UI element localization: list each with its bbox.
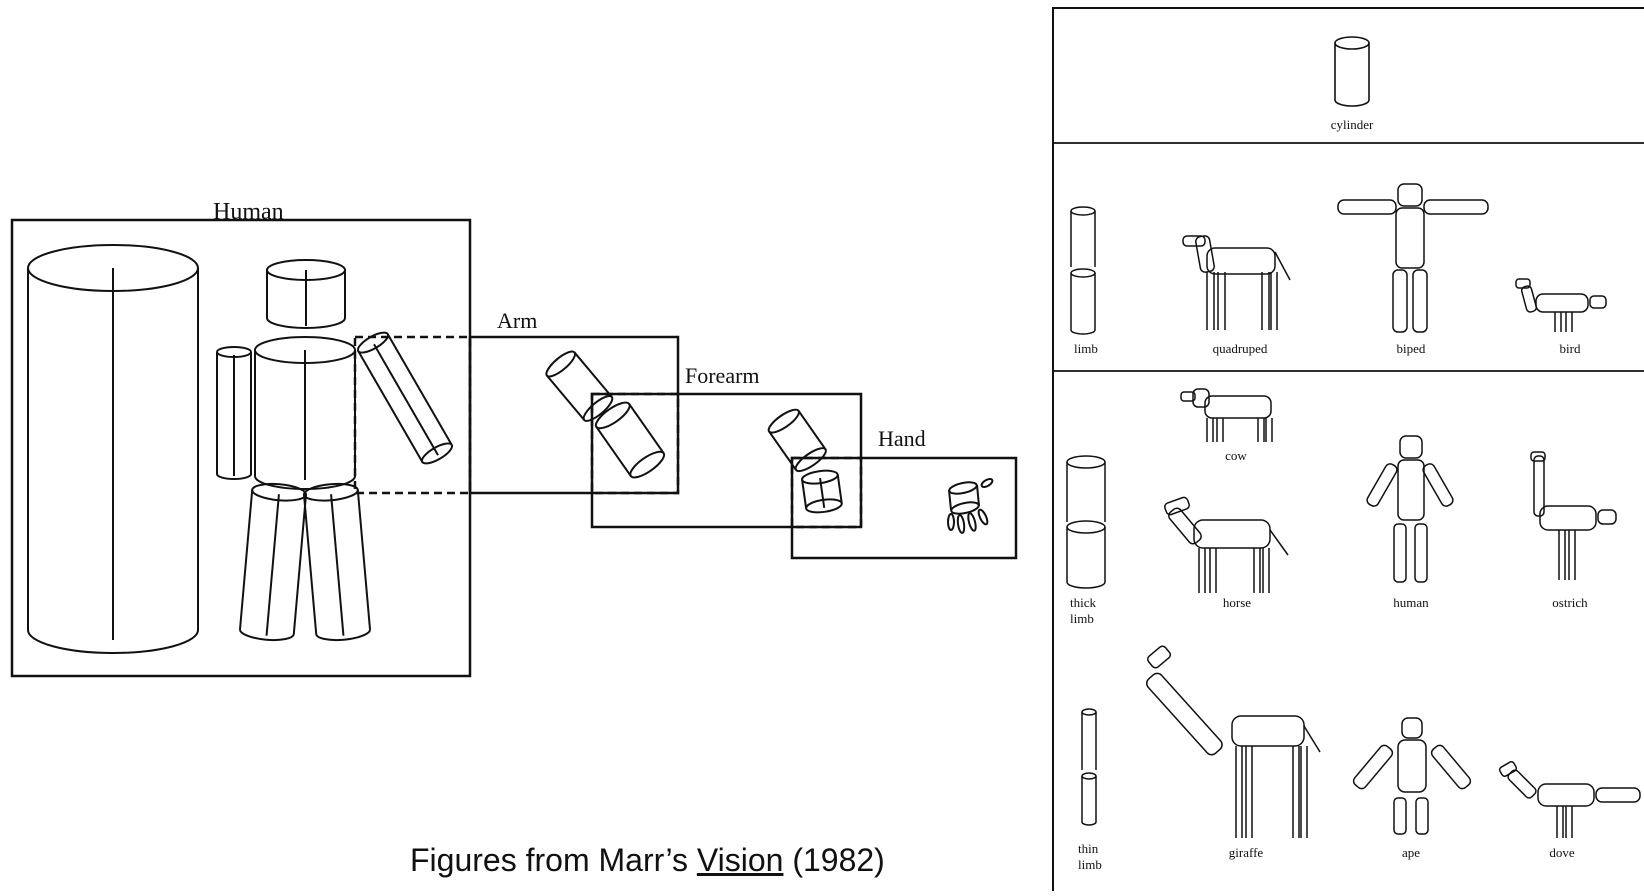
thin-limb-label-line1: thin	[1078, 841, 1099, 856]
biped-icon	[1338, 184, 1488, 332]
ostrich-icon	[1531, 452, 1616, 580]
left-leg-cylinder-icon	[239, 482, 306, 642]
human-label-right: human	[1393, 595, 1429, 610]
human-label: Human	[213, 199, 284, 225]
thin-limb-icon	[1082, 709, 1096, 825]
caption-suffix: (1982)	[783, 842, 884, 878]
cylinder-label: cylinder	[1331, 117, 1374, 132]
head-cylinder-icon	[267, 260, 345, 328]
ostrich-label: ostrich	[1552, 595, 1588, 610]
right-leg-cylinder-icon	[303, 482, 370, 642]
ape-icon	[1352, 718, 1473, 834]
hand-label: Hand	[878, 426, 926, 451]
horse-icon	[1164, 496, 1288, 593]
biped-label: biped	[1397, 341, 1426, 356]
hierarchy-figure: Human	[12, 199, 1016, 676]
limb-icon	[1071, 207, 1095, 334]
cow-icon	[1181, 389, 1272, 442]
dove-icon	[1499, 761, 1640, 838]
dove-label: dove	[1549, 845, 1575, 860]
taxonomy-figure: cylinder limb quadruped	[1053, 8, 1644, 891]
wrist-cylinder-icon	[801, 469, 842, 515]
hand-box	[792, 458, 1016, 558]
thin-limb-label-line2: limb	[1078, 857, 1102, 872]
giraffe-label: giraffe	[1229, 845, 1264, 860]
thick-limb-label-line2: limb	[1070, 611, 1094, 626]
quadruped-icon	[1183, 235, 1290, 330]
giraffe-icon	[1144, 645, 1320, 838]
caption-prefix: Figures from Marr’s	[410, 842, 697, 878]
arm-highlight-box	[355, 337, 470, 493]
forearm-label: Forearm	[685, 363, 760, 388]
cylinder-icon	[1335, 37, 1369, 106]
hand-icon	[948, 477, 994, 533]
cow-label: cow	[1225, 448, 1247, 463]
body-cylinder-icon	[28, 245, 198, 653]
taxonomy-frame	[1053, 8, 1644, 891]
figure-caption: Figures from Marr’s Vision (1982)	[410, 842, 885, 879]
quadruped-label: quadruped	[1213, 341, 1268, 356]
thick-limb-label-line1: thick	[1070, 595, 1096, 610]
forearm-cylinder-icon	[766, 406, 829, 475]
hand-highlight-box	[792, 458, 861, 527]
ape-label: ape	[1402, 845, 1420, 860]
thick-limb-icon	[1067, 456, 1105, 588]
arm-label: Arm	[497, 308, 537, 333]
arm-box	[470, 337, 678, 493]
bird-label: bird	[1560, 341, 1581, 356]
limb-label: limb	[1074, 341, 1098, 356]
bird-icon	[1516, 279, 1606, 332]
right-arm-cylinder-icon	[355, 329, 454, 467]
torso-cylinder-icon	[255, 337, 355, 489]
human-figure-icon	[1365, 436, 1454, 582]
caption-book-title: Vision	[697, 842, 784, 878]
horse-label: horse	[1223, 595, 1251, 610]
left-arm-cylinder-icon	[217, 347, 251, 479]
